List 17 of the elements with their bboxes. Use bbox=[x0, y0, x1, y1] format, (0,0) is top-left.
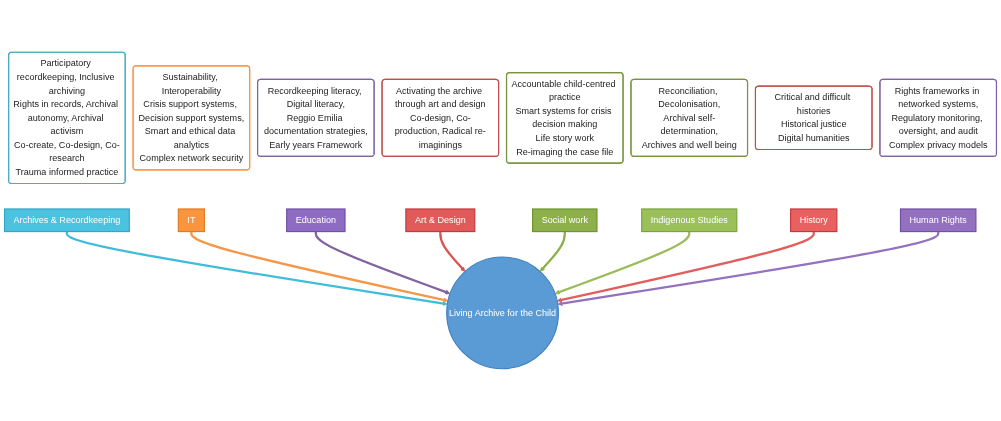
node-box: Art & Design bbox=[405, 208, 476, 233]
arrow bbox=[65, 231, 448, 306]
node-box: Education bbox=[286, 208, 346, 233]
node-box: Indigenous Studies bbox=[641, 208, 738, 233]
arrow bbox=[190, 231, 449, 303]
node-box: Social work bbox=[532, 208, 598, 233]
arrow bbox=[557, 231, 940, 306]
node-circle: Living Archive for the Child bbox=[446, 256, 559, 370]
arrow bbox=[439, 231, 466, 272]
node-box: History bbox=[790, 208, 838, 233]
arrow bbox=[554, 231, 691, 295]
arrow bbox=[539, 231, 566, 272]
node-box: Archives & Recordkeeping bbox=[3, 208, 130, 233]
node-box: Human Rights bbox=[899, 208, 977, 233]
arrow bbox=[556, 231, 815, 303]
node-box: IT bbox=[177, 208, 206, 233]
arrow bbox=[314, 231, 451, 295]
